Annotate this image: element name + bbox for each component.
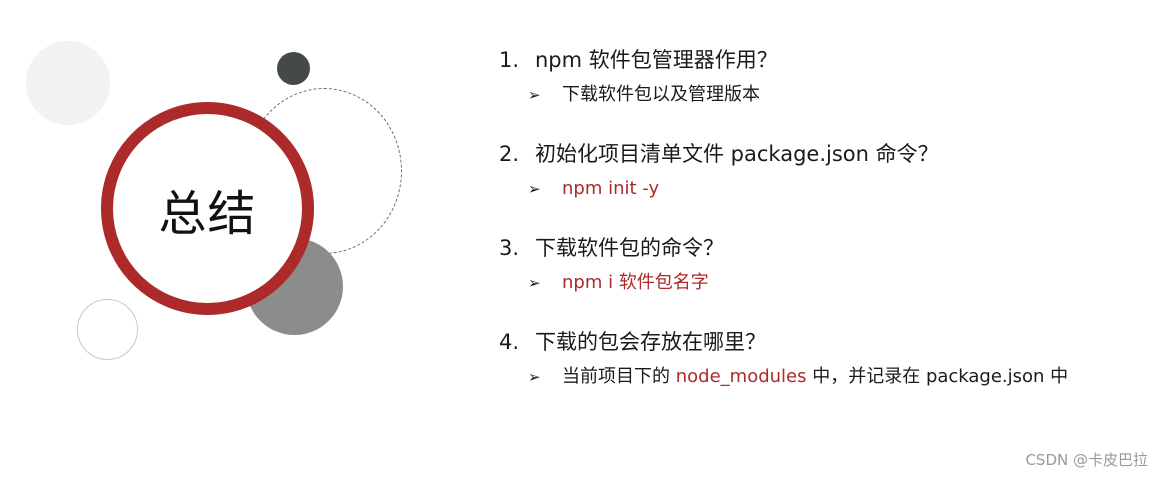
title-ring: 总结 — [101, 102, 314, 315]
light-gray-circle-decoration — [26, 41, 110, 125]
question-row: 1. npm 软件包管理器作用？ — [499, 42, 1159, 79]
answer-text: npm init -y — [562, 173, 659, 204]
outline-circle-decoration — [77, 299, 138, 360]
answer-highlight: npm i 软件包名字 — [562, 272, 709, 293]
question-row: 3. 下载软件包的命令？ — [499, 230, 1159, 267]
spacer — [499, 298, 1159, 324]
watermark: CSDN @卡皮巴拉 — [1025, 451, 1148, 469]
answer-segment: 当前项目下的 — [562, 366, 676, 387]
answer-highlight: npm init -y — [562, 178, 660, 199]
answer-segment: 下载软件包以及管理版本 — [562, 84, 760, 105]
answer-text: npm i 软件包名字 — [562, 267, 709, 298]
spacer — [499, 110, 1159, 136]
arrow-bullet-icon: ➢ — [528, 180, 541, 198]
question-number: 3. — [499, 236, 520, 260]
answer-row: ➢ 当前项目下的 node_modules 中，并记录在 package.json… — [499, 361, 1159, 392]
answer-row: ➢ 下载软件包以及管理版本 — [499, 79, 1159, 110]
dark-dot-decoration — [277, 52, 310, 85]
answer-row: ➢ npm init -y — [499, 173, 1159, 204]
question-number: 4. — [499, 330, 520, 354]
slide-title: 总结 — [158, 185, 257, 242]
question-row: 2. 初始化项目清单文件 package.json 命令？ — [499, 136, 1159, 173]
answer-text: 当前项目下的 node_modules 中，并记录在 package.json … — [562, 361, 1068, 392]
arrow-bullet-icon: ➢ — [528, 274, 541, 292]
question-text: 下载软件包的命令？ — [535, 236, 724, 260]
arrow-bullet-icon: ➢ — [528, 86, 541, 104]
answer-text: 下载软件包以及管理版本 — [562, 79, 760, 110]
summary-list: 1. npm 软件包管理器作用？ ➢ 下载软件包以及管理版本 2. 初始化项目清单文件 p… — [499, 42, 1159, 392]
answer-segment: 中，并记录在 package.json 中 — [806, 366, 1069, 387]
question-text: npm 软件包管理器作用？ — [535, 48, 778, 72]
question-number: 1. — [499, 48, 520, 72]
question-number: 2. — [499, 142, 520, 166]
spacer — [499, 204, 1159, 230]
question-row: 4. 下载的包会存放在哪里？ — [499, 324, 1159, 361]
question-text: 初始化项目清单文件 package.json 命令？ — [535, 142, 939, 166]
question-text: 下载的包会存放在哪里？ — [535, 330, 766, 354]
answer-row: ➢ npm i 软件包名字 — [499, 267, 1159, 298]
arrow-bullet-icon: ➢ — [528, 368, 541, 386]
answer-highlight: node_modules — [675, 366, 807, 387]
